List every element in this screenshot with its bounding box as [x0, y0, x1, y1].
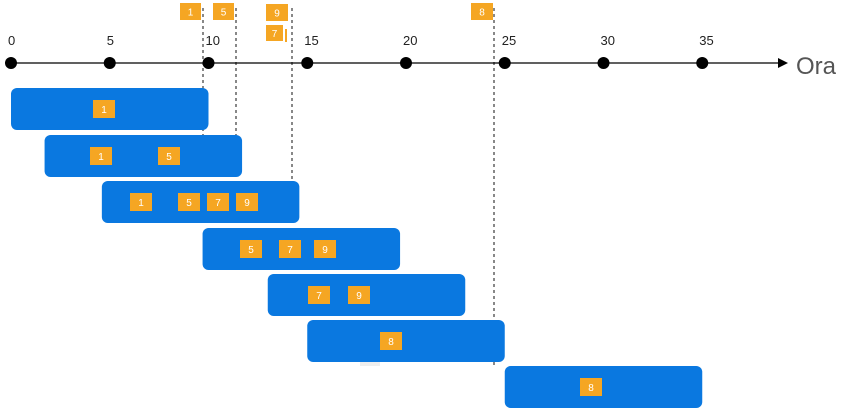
axis-arrow-icon — [778, 58, 788, 68]
time-axis: Ora 0 5 10 15 20 25 30 35 — [5, 33, 837, 80]
tick-dot — [498, 57, 511, 69]
event-badge — [314, 240, 336, 258]
event-badge-label: 7 — [316, 291, 322, 302]
event-badge-label: 5 — [166, 152, 172, 163]
event-badge — [380, 332, 402, 350]
event-badge — [348, 286, 370, 304]
event-badge-label: 9 — [244, 198, 250, 209]
arrival-badge — [471, 3, 493, 20]
axis-label: Ora — [796, 53, 837, 80]
arrival-badge — [180, 3, 201, 20]
event-badge — [308, 286, 330, 304]
tick-dot — [301, 57, 314, 69]
tick-dot — [202, 57, 215, 69]
event-badge — [236, 193, 258, 211]
event-badge-label: 5 — [248, 245, 254, 256]
tick-label: 20 — [403, 33, 417, 48]
arrival-badge — [266, 4, 288, 21]
window-bar — [101, 181, 300, 223]
event-badge-label: 1 — [101, 105, 107, 116]
tick-dot — [5, 57, 17, 69]
event-badge-label: 1 — [98, 152, 104, 163]
event-badge-label: 1 — [138, 198, 144, 209]
event-badge-label: 9 — [322, 245, 328, 256]
event-badge-label: 7 — [215, 198, 221, 209]
event-badge-label: 8 — [588, 383, 594, 394]
arrival-badge — [213, 3, 234, 20]
tick-label: 10 — [206, 33, 220, 48]
event-badge-label: 8 — [388, 337, 394, 348]
window-bar — [202, 228, 401, 270]
tick-label: 15 — [304, 33, 318, 48]
event-badge — [130, 193, 152, 211]
tick-dot — [597, 57, 610, 69]
window-bar — [307, 320, 505, 362]
event-badge — [90, 147, 112, 165]
event-badge-label: 5 — [186, 198, 192, 209]
event-badge-label: 7 — [287, 245, 293, 256]
bar-notch — [360, 362, 380, 366]
arrival-badge-label: 8 — [479, 8, 485, 19]
event-badge — [178, 193, 200, 211]
arrival-markers: 1 5 9 7 8 — [180, 3, 493, 42]
event-badge — [240, 240, 262, 258]
tick-label: 5 — [107, 33, 114, 48]
arrival-badge-label: 5 — [221, 8, 227, 19]
tick-dot — [400, 57, 412, 69]
window-bars: 1 1 5 1 5 7 9 5 7 9 7 9 8 8 — [11, 88, 703, 408]
event-badge — [580, 378, 602, 396]
arrival-badge-label: 7 — [272, 29, 278, 40]
tick-label: 0 — [8, 33, 15, 48]
arrival-badge-label: 1 — [188, 8, 194, 19]
event-badge — [207, 193, 229, 211]
arrival-tick-mark — [285, 29, 287, 42]
tick-dot — [696, 57, 709, 69]
tick-label: 30 — [601, 33, 615, 48]
event-badge — [279, 240, 301, 258]
window-bar — [504, 366, 703, 408]
event-badge — [93, 100, 115, 118]
event-badge-label: 9 — [356, 291, 362, 302]
tick-label: 35 — [699, 33, 713, 48]
tick-label: 25 — [502, 33, 516, 48]
window-bar — [44, 135, 243, 177]
arrival-badge — [266, 25, 283, 41]
arrival-badge-label: 9 — [274, 9, 280, 20]
event-badge — [158, 147, 180, 165]
tick-dot — [103, 57, 116, 69]
